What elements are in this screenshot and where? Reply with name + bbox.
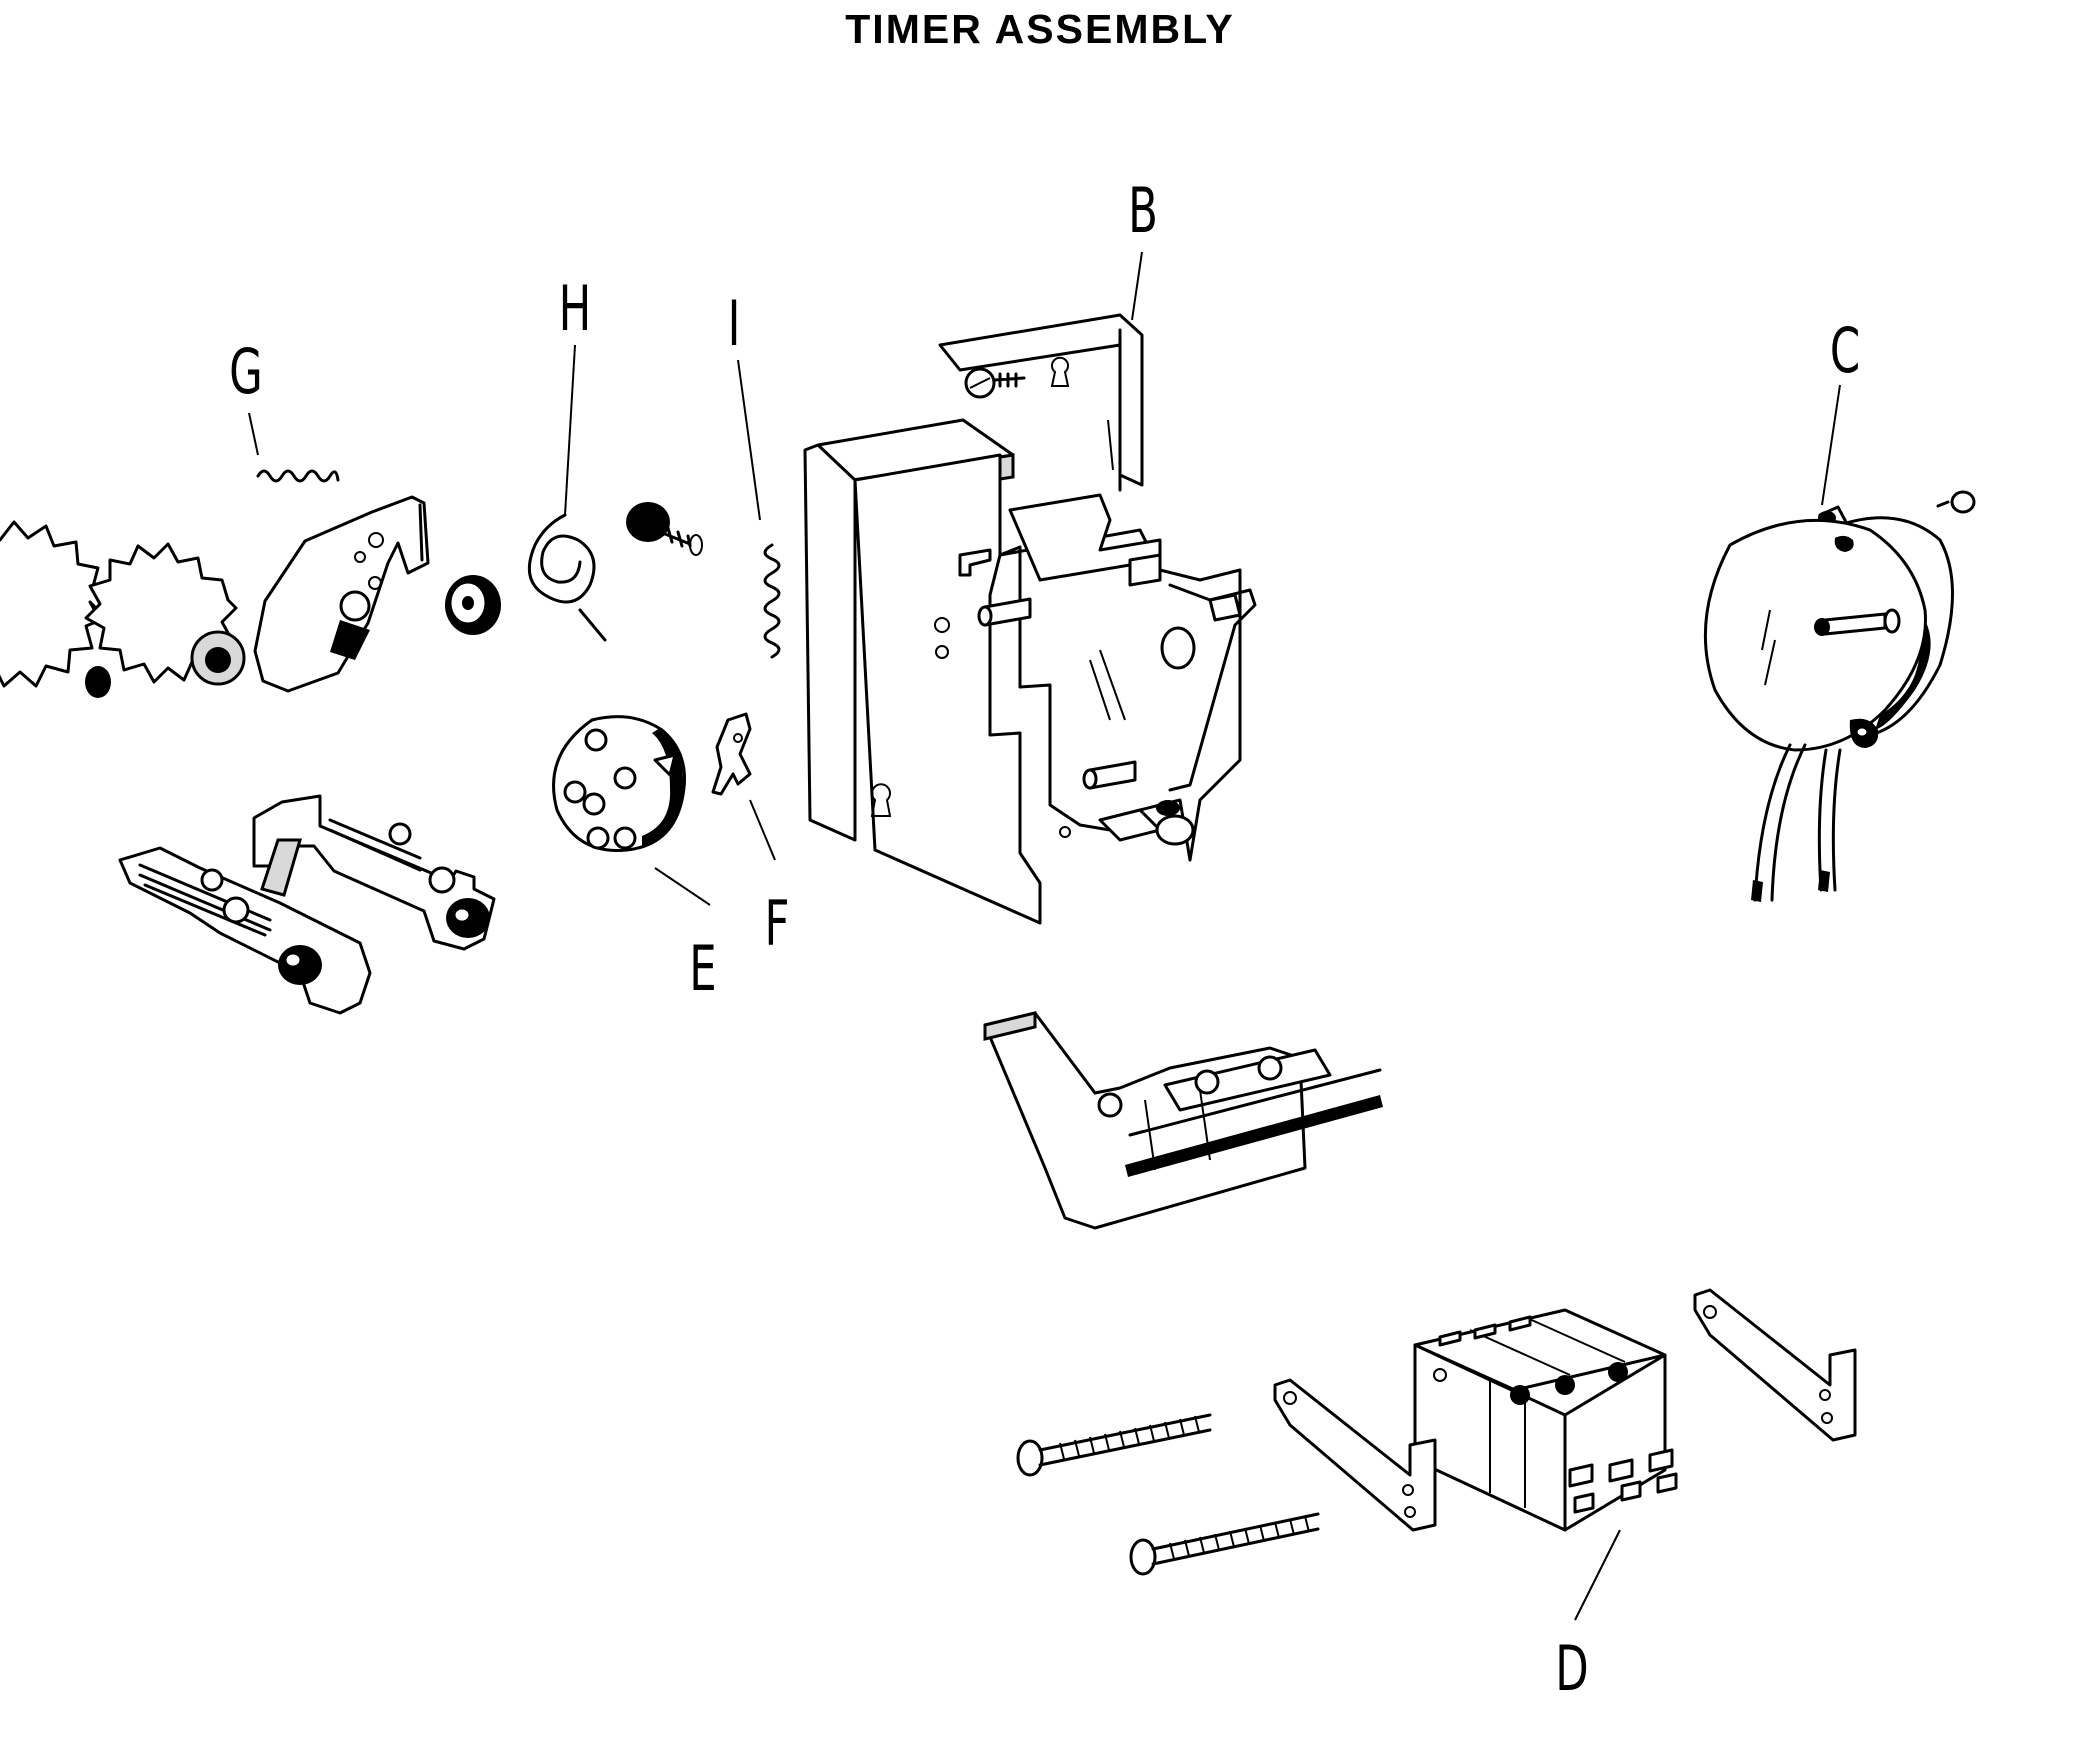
leader-lines	[248, 251, 1841, 1621]
pin-cam-disc-e	[552, 715, 686, 852]
switch-mounting-bracket-right	[1693, 1288, 1857, 1442]
long-screw-upper	[1016, 1413, 1212, 1477]
leader-h	[564, 344, 576, 516]
micro-switch-stack-d	[1413, 1308, 1678, 1532]
long-screw-lower	[1129, 1512, 1320, 1576]
washer	[445, 575, 501, 635]
clip-f	[711, 712, 752, 796]
leader-c	[1821, 384, 1841, 506]
leader-b	[1131, 251, 1143, 321]
switch-mounting-bracket-left	[1273, 1378, 1437, 1532]
leader-i	[737, 359, 761, 521]
leader-g	[248, 412, 259, 456]
switch-actuator-bracket	[983, 1011, 1383, 1230]
timer-motor-c	[1703, 490, 1976, 902]
leader-d	[1574, 1529, 1621, 1621]
torsion-spring-h	[527, 513, 607, 642]
diagram-title: TIMER ASSEMBLY	[845, 6, 1235, 52]
callout-c: C	[1830, 314, 1860, 387]
cam-lever	[253, 495, 430, 693]
callout-i: I	[728, 287, 741, 360]
leader-f	[749, 799, 776, 861]
gear-small-hub	[84, 542, 246, 686]
callout-f: F	[765, 887, 790, 960]
gear-large-left	[0, 520, 111, 698]
small-spring-g	[256, 469, 340, 483]
small-screw	[626, 502, 703, 556]
callout-labels: B C D E F G H I	[229, 174, 1860, 1705]
callout-b: B	[1128, 174, 1158, 247]
leader-e	[654, 867, 711, 906]
callout-d: D	[1555, 1632, 1588, 1705]
callout-e: E	[689, 932, 716, 1005]
lever-arm-upper	[252, 794, 496, 951]
callout-g: G	[229, 335, 263, 408]
callout-h: H	[559, 272, 592, 345]
main-frame-plate-b	[803, 313, 1257, 925]
compression-spring-i	[763, 543, 781, 659]
lever-arm-lower	[118, 846, 372, 1015]
